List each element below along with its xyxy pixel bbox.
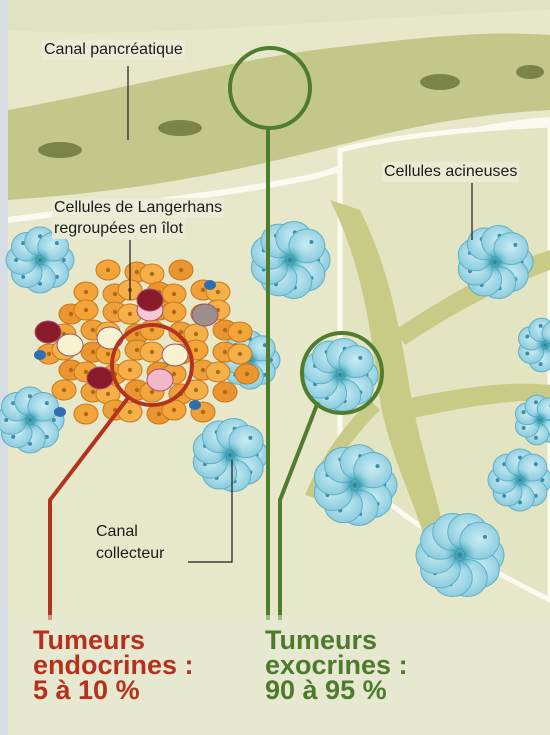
acinus	[458, 225, 533, 298]
blood-cell	[54, 407, 66, 417]
islet-special-cell	[137, 289, 163, 311]
islet-special-cell	[35, 321, 61, 343]
acinus	[193, 418, 268, 491]
blood-cell	[204, 280, 216, 290]
islet-special-cell	[147, 369, 173, 391]
blood-cell	[34, 350, 46, 360]
label-langerhans-line1: Cellules de Langerhans	[52, 198, 224, 218]
label-cellules-acineuses: Cellules acineuses	[382, 162, 519, 182]
acinus	[251, 222, 330, 299]
acinus	[0, 387, 64, 453]
label-canal-collecteur-line1: Canal	[96, 522, 138, 542]
islet-special-cell	[57, 334, 83, 356]
label-canal-collecteur-line2: collecteur	[96, 544, 164, 564]
exocrine-percent: 90 à 95 %	[265, 678, 408, 703]
islet-special-cell	[192, 304, 218, 326]
acinus	[314, 445, 397, 526]
endocrine-percent: 5 à 10 %	[33, 678, 194, 703]
islet-special-cell	[87, 367, 113, 389]
exocrine-caption: Tumeurs exocrines : 90 à 95 %	[265, 628, 408, 703]
endocrine-caption: Tumeurs endocrines : 5 à 10 %	[33, 628, 194, 703]
label-canal-pancreatique: Canal pancréatique	[42, 40, 185, 60]
acinus	[416, 514, 504, 597]
acinus	[488, 449, 550, 511]
blood-cell	[189, 400, 201, 410]
islet-special-cell	[162, 344, 188, 366]
label-langerhans-line2: regroupées en îlot	[52, 219, 185, 239]
